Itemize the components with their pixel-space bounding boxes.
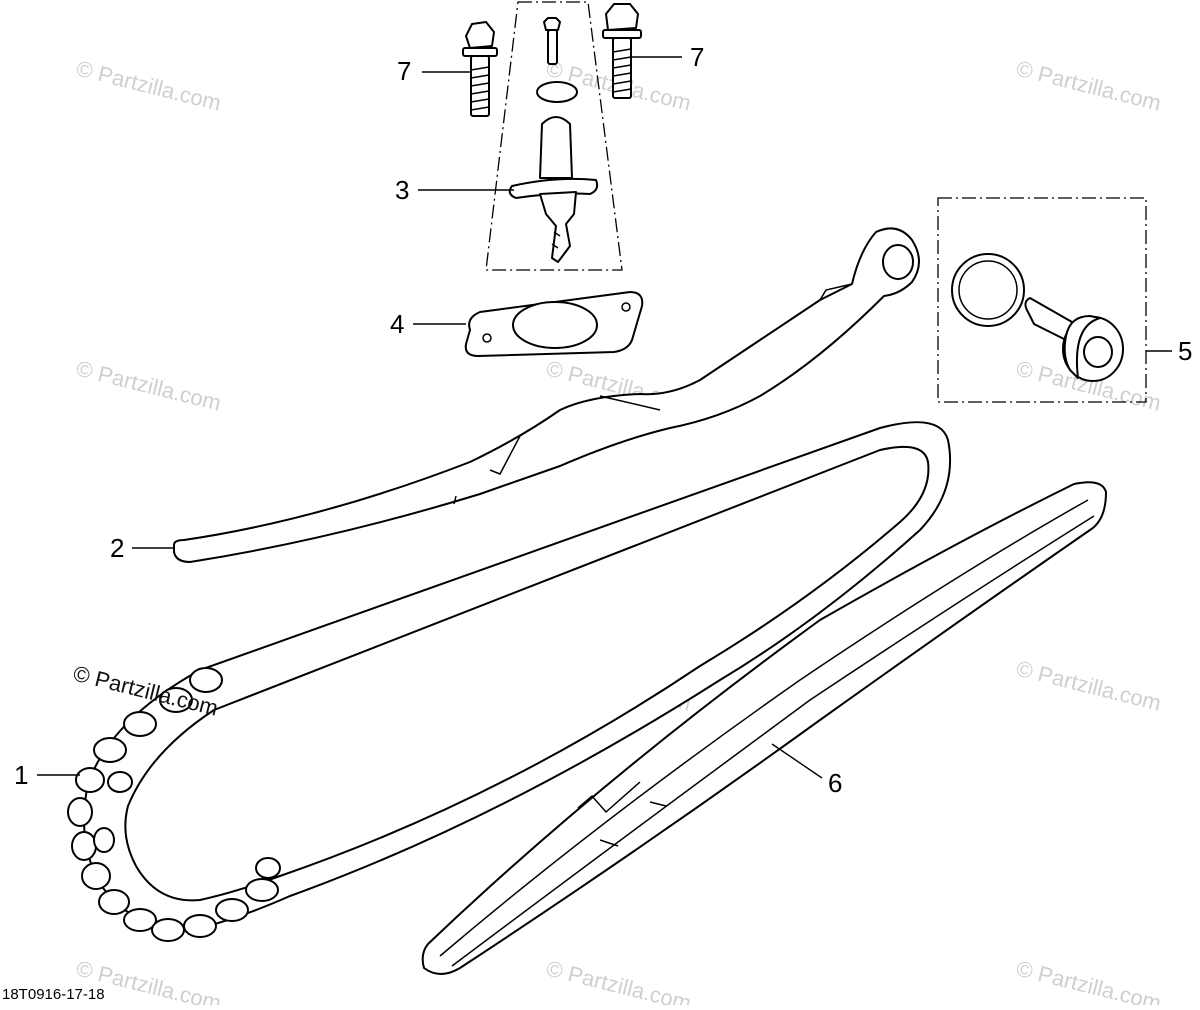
callout-7-left: 7 xyxy=(397,56,411,86)
o-ring[interactable] xyxy=(951,253,1025,327)
callout-4: 4 xyxy=(390,309,404,339)
callout-2: 2 xyxy=(110,533,124,563)
bolt-right[interactable] xyxy=(602,3,642,99)
callout-3: 3 xyxy=(395,175,409,205)
callout-1: 1 xyxy=(14,760,28,790)
callout-7-right: 7 xyxy=(690,42,704,72)
chain-guide[interactable] xyxy=(421,481,1107,975)
tensioner-group-box xyxy=(485,1,623,271)
tensioner-assembly[interactable] xyxy=(508,17,599,263)
plug-bolt[interactable] xyxy=(1024,297,1124,382)
watermark: © Partzilla.com xyxy=(544,956,694,1005)
watermark: © Partzilla.com xyxy=(1014,656,1164,716)
gasket[interactable] xyxy=(464,291,644,357)
diagram-id: 18T0916-17-18 xyxy=(2,986,105,1003)
plug-group-box xyxy=(937,197,1147,403)
callout-labels: 1 2 3 4 5 6 7 7 xyxy=(14,42,1192,798)
callout-lines xyxy=(37,56,1172,779)
watermark: © Partzilla.com xyxy=(1014,56,1164,116)
cam-chain[interactable] xyxy=(67,421,952,942)
watermark: © Partzilla.com xyxy=(74,56,224,116)
bolt-left[interactable] xyxy=(462,21,498,117)
callout-5: 5 xyxy=(1178,336,1192,366)
callout-6: 6 xyxy=(828,768,842,798)
chain-links xyxy=(67,667,281,942)
watermark: © Partzilla.com xyxy=(74,356,224,416)
watermark: © Partzilla.com xyxy=(1014,956,1164,1005)
tensioner-guide[interactable] xyxy=(173,227,920,563)
